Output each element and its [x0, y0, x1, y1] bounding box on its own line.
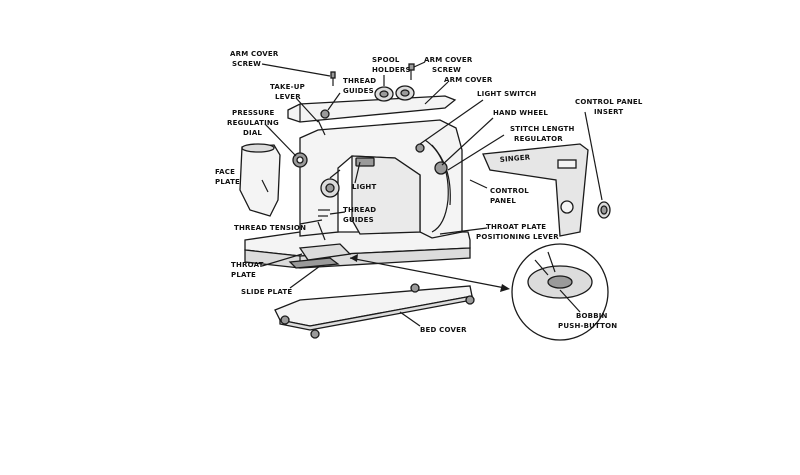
label-light: LIGHT	[352, 183, 376, 191]
label-arm-cover: ARM COVER	[444, 76, 493, 84]
panel-brand-text: SINGER	[499, 153, 531, 164]
label-light-switch: LIGHT SWITCH	[477, 90, 536, 98]
label-bobbin-push-button: BOBBIN PUSH-BUTTON	[558, 312, 617, 330]
control-panel-insert-part	[597, 201, 611, 219]
throat-plate-part	[288, 243, 352, 269]
spool-holders-part	[374, 85, 415, 102]
arm-cover-screws-part	[330, 63, 415, 86]
label-pressure-regulating-dial: PRESSURE REGULATING DIAL	[227, 109, 282, 137]
face-plate-part	[239, 143, 281, 217]
arm-cover-part	[287, 95, 457, 123]
label-control-panel-insert: CONTROL PANEL INSERT	[575, 98, 645, 116]
label-hand-wheel: HAND WHEEL	[493, 109, 548, 117]
labels: ARM COVER SCREW SPOOL HOLDERS ARM COVER …	[215, 50, 645, 334]
label-spool-holders: SPOOL HOLDERS	[372, 56, 411, 74]
label-arm-cover-screw-right: ARM COVER SCREW	[424, 56, 475, 74]
label-stitch-length-regulator: STITCH LENGTH REGULATOR	[510, 125, 577, 143]
bobbin-inset	[511, 243, 609, 341]
label-face-plate: FACE PLATE	[215, 168, 240, 186]
label-slide-plate: SLIDE PLATE	[241, 288, 292, 296]
label-throat-plate-positioning-lever: THROAT PLATE POSITIONING LEVER	[476, 223, 559, 241]
machine-body	[299, 119, 463, 239]
leader-lines	[261, 61, 603, 327]
label-arm-cover-screw-left: ARM COVER SCREW	[230, 50, 281, 68]
bed-cover-part	[274, 283, 475, 339]
label-thread-guides-top: THREAD GUIDES	[343, 77, 379, 95]
label-control-panel: CONTROL PANEL	[490, 187, 532, 205]
control-panel-part: SINGER	[482, 143, 589, 237]
label-thread-guides-bottom: THREAD GUIDES	[343, 206, 379, 224]
head-parts	[292, 119, 340, 241]
inset-arrow	[349, 254, 510, 292]
label-take-up-lever: TAKE-UP LEVER	[270, 83, 308, 101]
label-bed-cover: BED COVER	[420, 326, 467, 334]
label-throat-plate: THROAT PLATE	[231, 261, 266, 279]
label-thread-tension: THREAD TENSION	[234, 224, 306, 232]
